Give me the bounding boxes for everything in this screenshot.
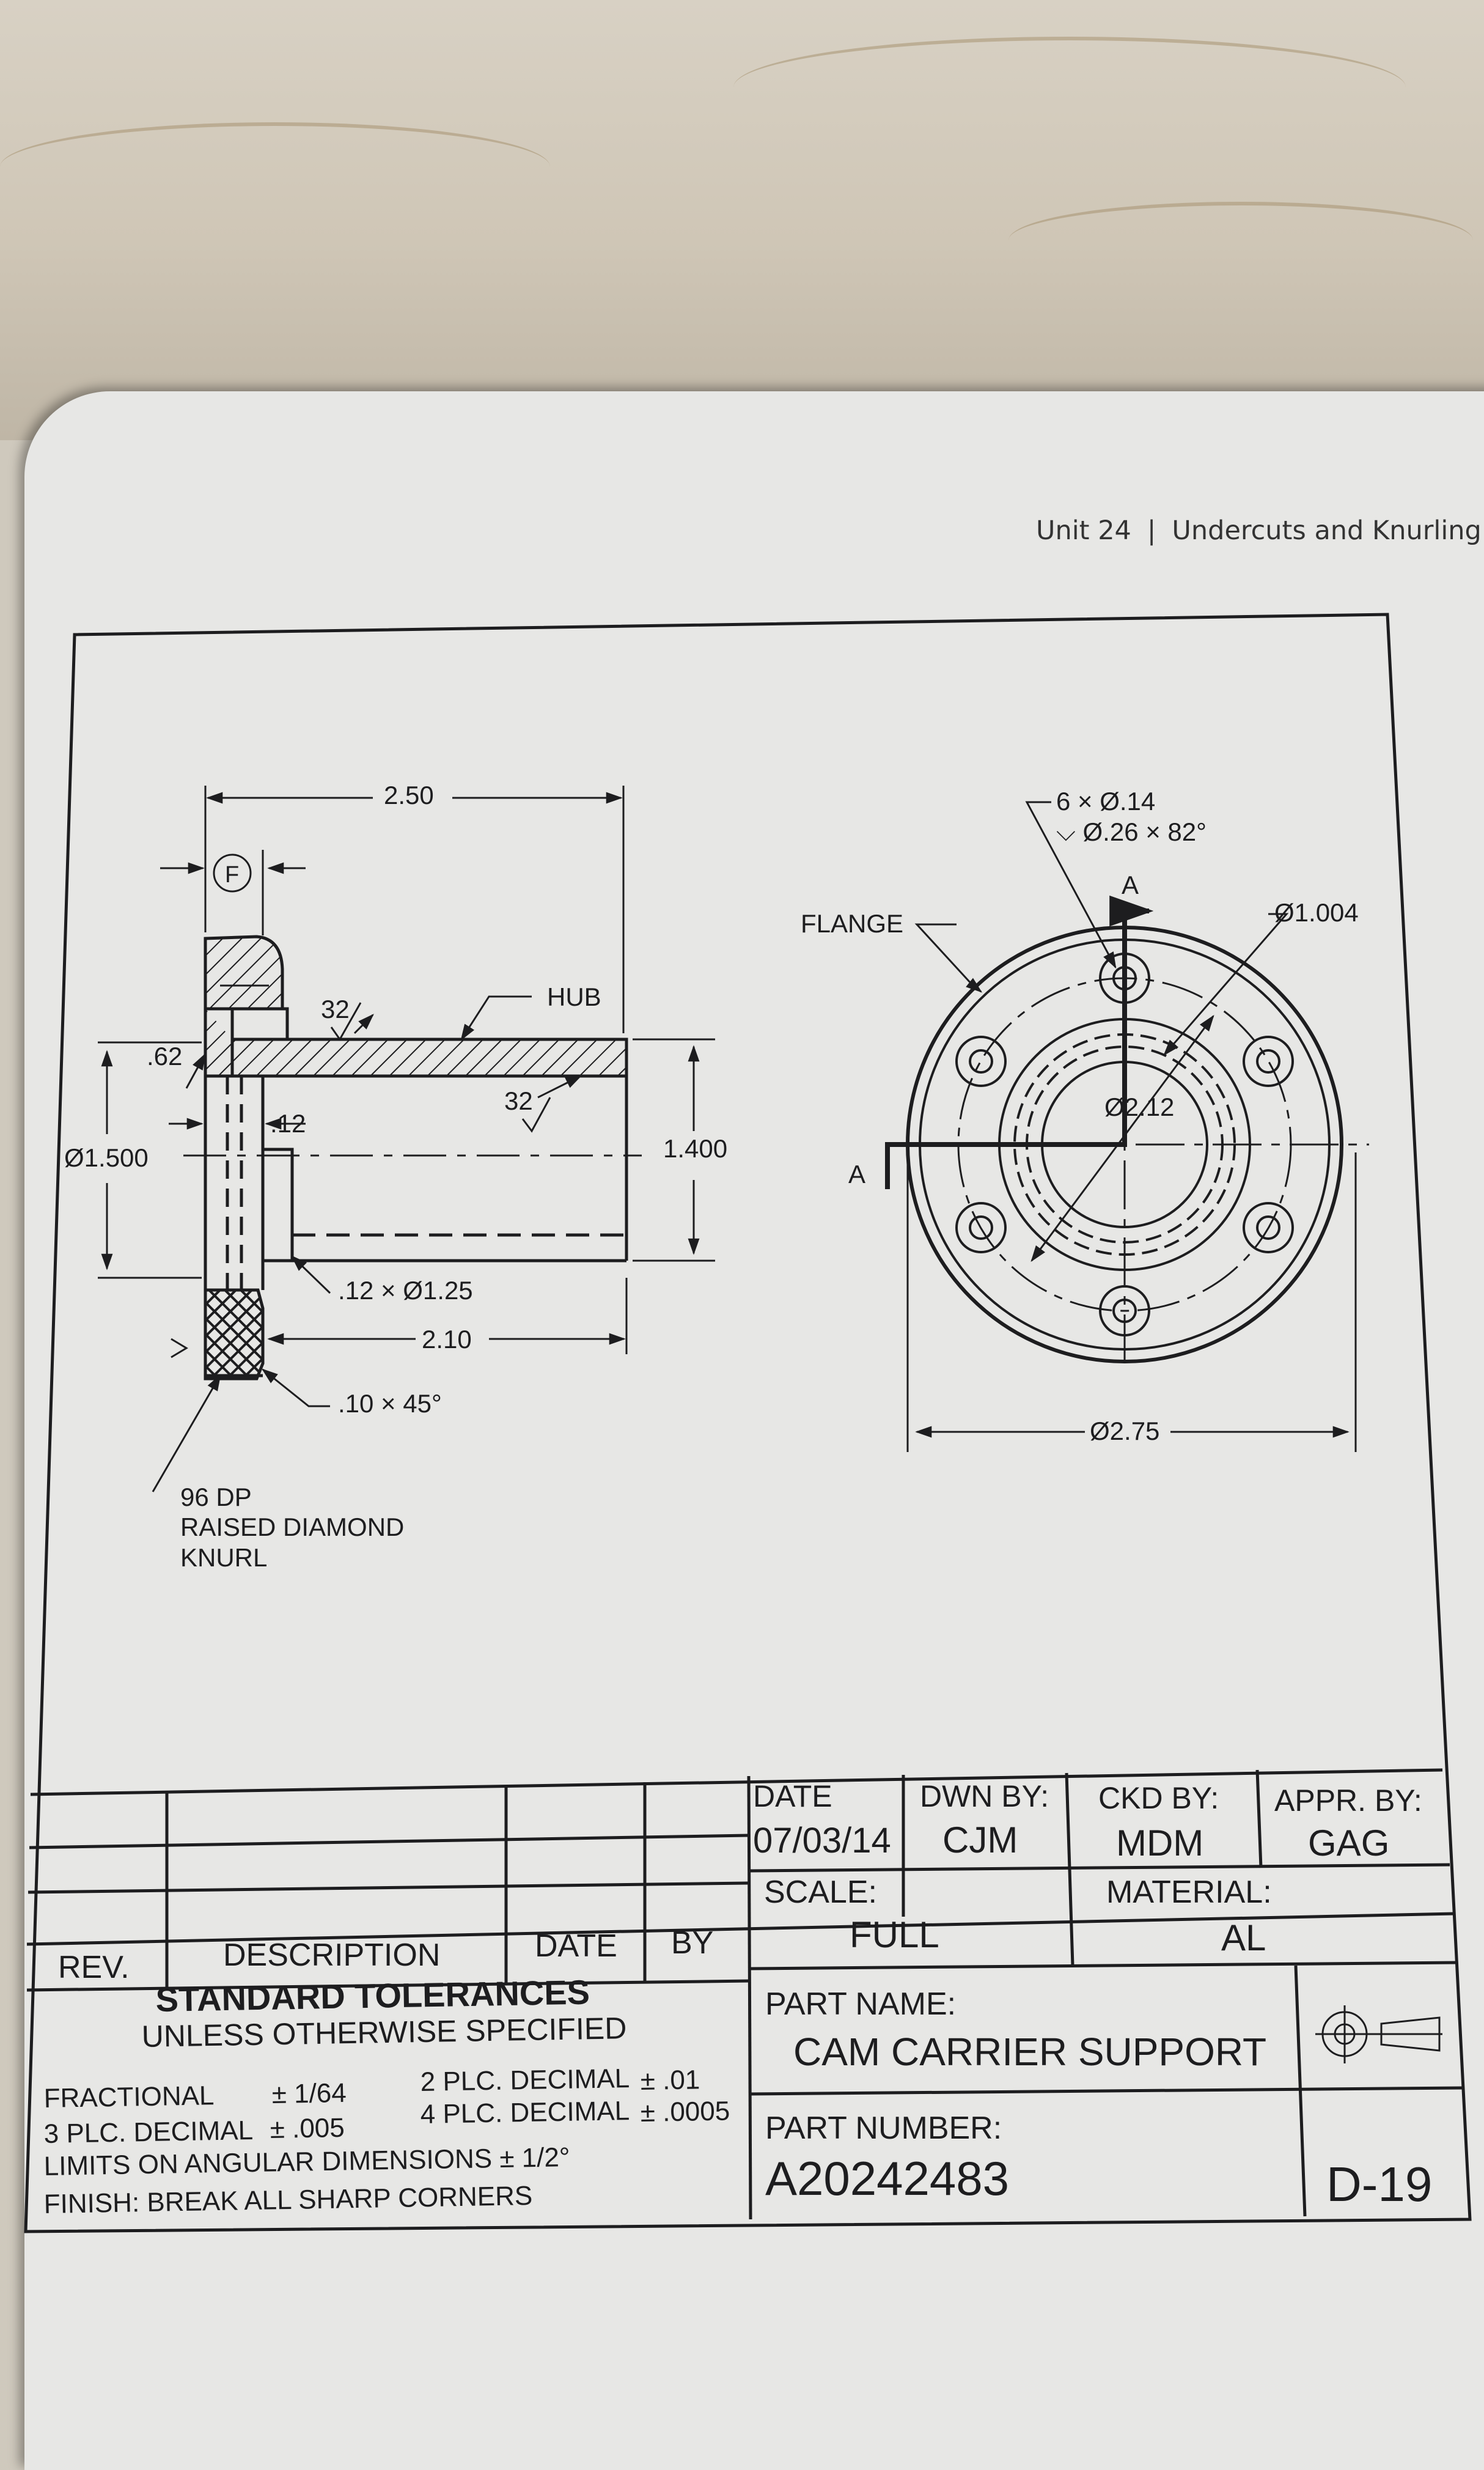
two-plc-value: ± .01: [640, 2065, 700, 2096]
dwn-label: DWN BY:: [920, 1779, 1049, 1813]
book-page: [24, 391, 1484, 2470]
dwn-value: CJM: [942, 1819, 1018, 1860]
dim-undercut-width: .12: [270, 1109, 306, 1138]
dim-flange-diameter: Ø1.500: [64, 1143, 149, 1172]
sheet-id: D-19: [1326, 2157, 1432, 2211]
date-label: DATE: [753, 1779, 832, 1813]
dim-hub-length: 2.10: [422, 1325, 472, 1354]
flange-label: FLANGE: [801, 909, 903, 938]
finish-2: 32: [504, 1086, 533, 1115]
section-view: [183, 935, 642, 1381]
knurl-note-line2: RAISED DIAMOND: [180, 1513, 404, 1541]
part-name-value: CAM CARRIER SUPPORT: [793, 2030, 1266, 2074]
scale-value: FULL: [850, 1914, 939, 1955]
description-header: DESCRIPTION: [223, 1937, 440, 1973]
projection-symbol-icon: [1315, 2005, 1442, 2063]
by-header: BY: [671, 1925, 713, 1961]
section-mark-left: A: [848, 1160, 865, 1189]
dim-chamfer-callout: .10 × 45°: [338, 1389, 442, 1418]
part-number-label: PART NUMBER:: [765, 2111, 1002, 2146]
finish-mark-2: [521, 1097, 551, 1133]
part-number-value: A20242483: [765, 2151, 1009, 2205]
undercut: [263, 1148, 294, 1263]
hub-label: HUB: [547, 982, 601, 1011]
angular-note: LIMITS ON ANGULAR DIMENSIONS ± 1/2°: [43, 2142, 570, 2181]
knurl-note-line1: 96 DP: [180, 1483, 252, 1511]
datum-f-symbol: [213, 853, 252, 893]
finish-note: FINISH: BREAK ALL SHARP CORNERS: [43, 2181, 532, 2219]
appr-value: GAG: [1308, 1823, 1389, 1864]
end-dimensions: [906, 801, 1357, 1452]
section-mark-top: A: [1122, 871, 1139, 899]
finish-1: 32: [321, 995, 350, 1023]
countertop-background: [0, 0, 1484, 440]
dim-bore-diameter: 1.400: [663, 1134, 727, 1163]
three-plc-label: 3 PLC. DECIMAL: [43, 2115, 253, 2149]
cutting-plane-line: [885, 895, 1154, 1189]
hole-callout-1: 6 × Ø.14: [1056, 787, 1155, 816]
chapter-title: Undercuts and Knurling: [1172, 515, 1482, 546]
material-value: AL: [1221, 1917, 1266, 1958]
flange-section-upper: [204, 935, 284, 1011]
bolt-hole-lower-left: [955, 1202, 1007, 1253]
part-name-label: PART NAME:: [765, 1986, 956, 2022]
bolt-circle-label: Ø2.12: [1104, 1093, 1174, 1121]
appr-label: APPR. BY:: [1274, 1783, 1422, 1818]
tolerances-title: STANDARD TOLERANCES: [155, 1973, 590, 2019]
three-plc-value: ± .005: [270, 2113, 345, 2144]
bolt-hole-lower-right: [1243, 1202, 1294, 1253]
material-label: MATERIAL:: [1106, 1875, 1272, 1910]
flange-hub-junction: [204, 1009, 234, 1078]
dim-overall-length: 2.50: [384, 781, 434, 809]
drawing-border: [24, 613, 1472, 2233]
bolt-hole-upper-left: [955, 1036, 1007, 1087]
dim-undercut-callout: .12 × Ø1.25: [338, 1276, 473, 1305]
fractional-value: ± 1/64: [271, 2078, 347, 2109]
bolt-hole-upper-right: [1243, 1036, 1294, 1087]
finish-mark-1: [330, 1002, 362, 1041]
four-plc-label: 4 PLC. DECIMAL: [420, 2096, 630, 2129]
datum-f-letter: F: [225, 862, 239, 888]
knurl-note-line3: KNURL: [180, 1543, 267, 1572]
ckd-value: MDM: [1116, 1823, 1203, 1864]
bore-dia-label: Ø1.004: [1274, 898, 1359, 927]
scale-label: SCALE:: [764, 1875, 877, 1910]
ckd-label: CKD BY:: [1098, 1781, 1219, 1815]
date-value: 07/03/14: [753, 1821, 891, 1860]
four-plc-value: ± .0005: [640, 2096, 730, 2128]
title-block-text: REV. DESCRIPTION DATE BY DATE 07/03/14 D…: [43, 1779, 1432, 2219]
outer-dia-label: Ø2.75: [1090, 1417, 1159, 1445]
section-labels: 2.50 F HUB 32 32 .62 .12 Ø1.500 1.400 .1…: [64, 781, 727, 1572]
hub-wall-section: [230, 1038, 628, 1078]
fractional-label: FRACTIONAL: [43, 2081, 215, 2114]
dim-flange-chamfer: .62: [147, 1042, 182, 1071]
date-header: DATE: [535, 1928, 617, 1964]
rev-header: REV.: [58, 1950, 130, 1985]
hole-callout-2: ⌵ Ø.26 × 82°: [1056, 817, 1207, 846]
section-dimensions: [98, 786, 715, 1492]
unit-number: Unit 24: [1036, 515, 1131, 546]
page-header: Unit 24 | Undercuts and Knurling: [1036, 515, 1482, 546]
tolerances-subtitle: UNLESS OTHERWISE SPECIFIED: [141, 2011, 627, 2054]
knurl-section: [204, 1288, 265, 1381]
title-block-grid: [26, 1768, 1464, 2220]
bolt-hole-bottom: [1099, 1285, 1150, 1336]
header-separator: |: [1147, 515, 1156, 546]
two-plc-label: 2 PLC. DECIMAL: [420, 2063, 630, 2097]
end-labels: 6 × Ø.14 ⌵ Ø.26 × 82° A A FLANGE Ø1.004 …: [801, 787, 1359, 1445]
